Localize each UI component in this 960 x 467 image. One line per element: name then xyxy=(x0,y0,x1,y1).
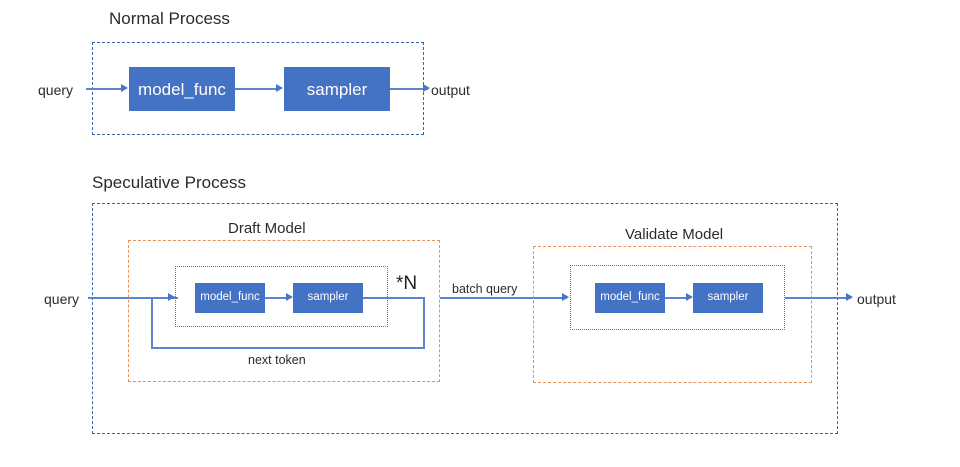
normal-sampler-block[interactable]: sampler xyxy=(284,67,390,111)
normal-model-func-block[interactable]: model_func xyxy=(129,67,235,111)
validate-model-container xyxy=(533,246,812,383)
draft-model-to-sampler-arrowhead xyxy=(286,293,293,301)
loop-bottom-segment xyxy=(151,347,425,349)
draft-model-to-sampler-connector xyxy=(265,297,289,299)
speculative-output-connector xyxy=(785,297,851,299)
normal-query-arrowhead xyxy=(121,84,128,92)
loop-top-segment xyxy=(363,297,425,299)
repeat-n-label: *N xyxy=(396,273,418,294)
draft-model-inner-container xyxy=(175,266,388,327)
draft-model-func-block[interactable]: model_func xyxy=(195,283,265,313)
loop-left-segment xyxy=(151,297,153,349)
batch-query-connector xyxy=(440,297,567,299)
normal-query-connector xyxy=(86,88,122,90)
speculative-query-arrowhead xyxy=(168,293,175,301)
normal-process-title: Normal Process xyxy=(109,9,230,28)
next-token-label: next token xyxy=(248,353,306,367)
normal-model-to-sampler-arrowhead xyxy=(276,84,283,92)
validate-model-to-sampler-connector xyxy=(665,297,689,299)
validate-model-title: Validate Model xyxy=(625,226,724,243)
speculative-query-label: query xyxy=(44,291,80,307)
validate-sampler-block[interactable]: sampler xyxy=(693,283,763,313)
normal-model-to-sampler-connector xyxy=(235,88,277,90)
validate-model-inner-container xyxy=(570,265,785,330)
normal-output-connector xyxy=(390,88,428,90)
normal-output-arrowhead xyxy=(423,84,430,92)
normal-query-label: query xyxy=(38,82,74,98)
draft-model-container xyxy=(128,240,440,382)
draft-model-title: Draft Model xyxy=(228,220,306,237)
speculative-output-arrowhead xyxy=(846,293,853,301)
validate-model-to-sampler-arrowhead xyxy=(686,293,693,301)
speculative-process-title: Speculative Process xyxy=(92,173,247,192)
validate-model-func-block[interactable]: model_func xyxy=(595,283,665,313)
batch-query-label: batch query xyxy=(452,282,518,296)
speculative-output-label: output xyxy=(857,291,896,307)
loop-right-segment xyxy=(423,297,425,349)
speculative-query-connector xyxy=(88,297,178,299)
draft-sampler-block[interactable]: sampler xyxy=(293,283,363,313)
normal-output-label: output xyxy=(431,82,470,98)
speculative-process-container xyxy=(92,203,838,434)
batch-query-arrowhead xyxy=(562,293,569,301)
